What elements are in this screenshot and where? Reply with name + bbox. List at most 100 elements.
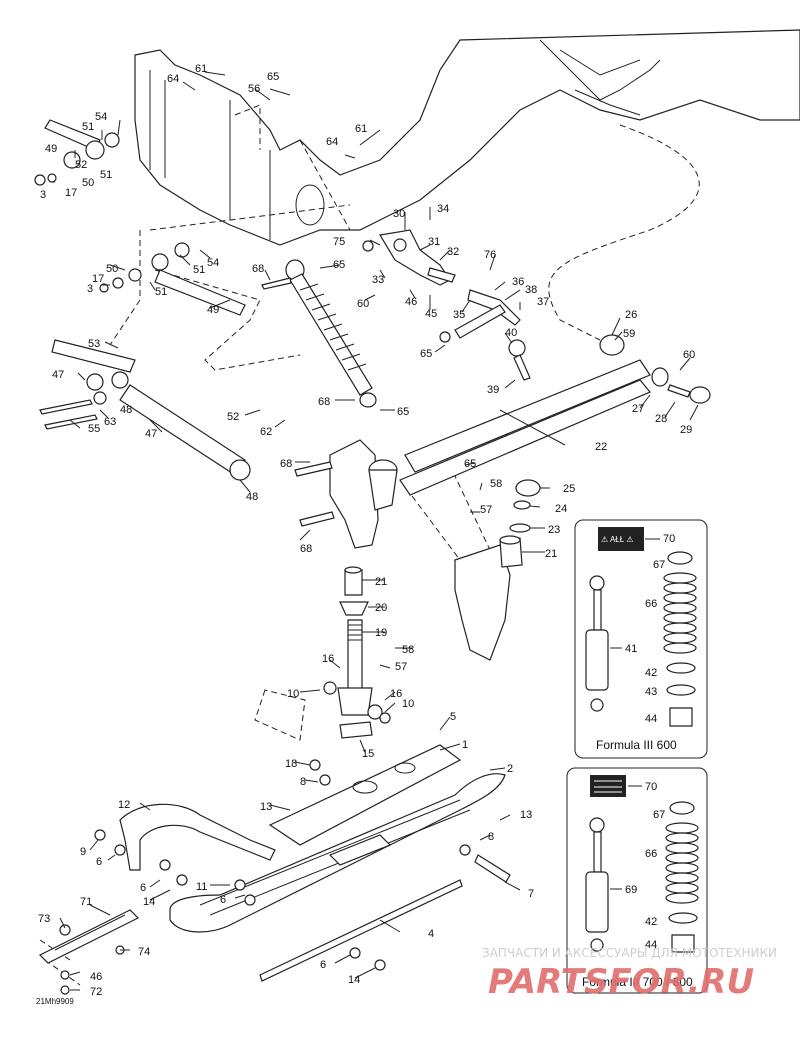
part-label-39: 39: [487, 384, 499, 396]
part-label-6: 6: [220, 894, 226, 906]
reference-lines: [39, 104, 491, 986]
kit-label-70: 70: [663, 533, 675, 545]
part-label-11: 11: [196, 881, 207, 893]
drawing-code: 21Mh9909: [36, 997, 74, 1006]
spindle-housing: [294, 439, 511, 661]
part-label-7: 7: [528, 888, 534, 900]
part-label-17: 17: [92, 273, 104, 285]
leader-lines: [52, 71, 699, 991]
watermark-tagline: ЗАПЧАСТИ И АКСЕССУАРЫ ДЛЯ МОТОТЕХНИКИ: [482, 946, 777, 960]
part-label-46: 46: [405, 296, 417, 308]
kit-label-67: 67: [653, 809, 665, 821]
part-label-21: 21: [375, 576, 387, 588]
part-label-60: 60: [357, 298, 369, 310]
part-label-4: 4: [428, 928, 434, 940]
part-label-22: 22: [595, 441, 607, 453]
kit-label-44: 44: [645, 713, 657, 725]
part-label-71: 71: [80, 896, 92, 908]
part-label-35: 35: [453, 309, 465, 321]
upper-arm-tube: [34, 119, 246, 316]
part-label-19: 19: [375, 627, 387, 639]
ski-assembly: [94, 744, 511, 982]
kit-title-700-800: Formula III 700 / 800: [582, 975, 693, 989]
part-label-3: 3: [87, 283, 93, 295]
part-label-58: 58: [402, 644, 414, 656]
part-label-40: 40: [505, 327, 517, 339]
part-label-59: 59: [623, 328, 635, 340]
part-label-65: 65: [420, 348, 432, 360]
part-label-60: 60: [683, 349, 695, 361]
part-label-76: 76: [484, 249, 496, 261]
kit-label-42: 42: [645, 667, 657, 679]
kit-box-formula-700-800: 70 67 66 69 42 44 Formula III 700 / 800: [566, 767, 708, 994]
part-label-65: 65: [267, 71, 279, 83]
part-label-14: 14: [143, 896, 155, 908]
center-shock: [261, 259, 377, 408]
part-label-55: 55: [88, 423, 100, 435]
part-label-2: 2: [507, 763, 513, 775]
part-label-49: 49: [45, 143, 57, 155]
part-label-15: 15: [362, 748, 374, 760]
kit-title-600: Formula III 600: [596, 738, 677, 752]
part-label-51: 51: [82, 121, 94, 133]
part-label-65: 65: [464, 458, 476, 470]
kit-label-66: 66: [645, 598, 657, 610]
part-label-25: 25: [563, 483, 575, 495]
kit-label-66: 66: [645, 848, 657, 860]
part-label-65: 65: [397, 406, 409, 418]
part-label-38: 38: [525, 284, 537, 296]
part-label-23: 23: [548, 524, 560, 536]
part-label-29: 29: [680, 424, 692, 436]
part-label-68: 68: [252, 263, 264, 275]
part-label-58: 58: [490, 478, 502, 490]
part-label-13: 13: [520, 809, 532, 821]
shock-700: [585, 817, 609, 952]
part-label-26: 26: [625, 309, 637, 321]
part-label-72: 72: [90, 986, 102, 998]
trailing-arm: [399, 334, 711, 496]
part-label-75: 75: [333, 236, 345, 248]
part-label-9: 9: [80, 846, 86, 858]
part-label-74: 74: [138, 946, 150, 958]
part-label-24: 24: [555, 503, 567, 515]
part-label-8: 8: [300, 776, 306, 788]
part-label-48: 48: [120, 404, 132, 416]
part-label-37: 37: [537, 296, 549, 308]
kit-box-formula-600: ⚠ AŁŁ ⚠ 70 67 66 41 42 43 44 Formu: [574, 519, 708, 759]
part-label-20: 20: [375, 602, 387, 614]
part-label-36: 36: [512, 276, 524, 288]
bellcrank-linkage: [362, 229, 531, 381]
part-label-13: 13: [260, 801, 272, 813]
part-label-50: 50: [106, 263, 118, 275]
kit-label-67: 67: [653, 559, 665, 571]
part-label-3: 3: [40, 189, 46, 201]
kit-label-69: 69: [625, 884, 637, 896]
part-label-51: 51: [155, 286, 167, 298]
part-label-47: 47: [145, 428, 157, 440]
part-label-6: 6: [96, 856, 102, 868]
kit-label-44: 44: [645, 939, 657, 951]
part-label-16: 16: [390, 688, 402, 700]
kit-label-70: 70: [645, 781, 657, 793]
kit-label-43: 43: [645, 686, 657, 698]
part-label-56: 56: [248, 83, 260, 95]
part-label-27: 27: [632, 403, 644, 415]
kit-label-41: 41: [625, 643, 637, 655]
part-label-49: 49: [207, 304, 219, 316]
bushings: [339, 479, 541, 616]
part-label-31: 31: [428, 236, 440, 248]
part-label-54: 54: [95, 111, 107, 123]
part-label-6: 6: [140, 882, 146, 894]
part-label-33: 33: [372, 274, 384, 286]
part-label-51: 51: [193, 264, 205, 276]
part-label-51: 51: [100, 169, 112, 181]
part-label-68: 68: [300, 543, 312, 555]
part-label-5: 5: [450, 711, 456, 723]
decal-text: ⚠ AŁŁ ⚠: [601, 535, 634, 544]
part-label-47: 47: [52, 369, 64, 381]
shock-600: [585, 575, 609, 712]
chassis-frame: [134, 29, 800, 341]
part-label-12: 12: [118, 799, 130, 811]
kit-label-42: 42: [645, 916, 657, 928]
part-label-62: 62: [260, 426, 272, 438]
